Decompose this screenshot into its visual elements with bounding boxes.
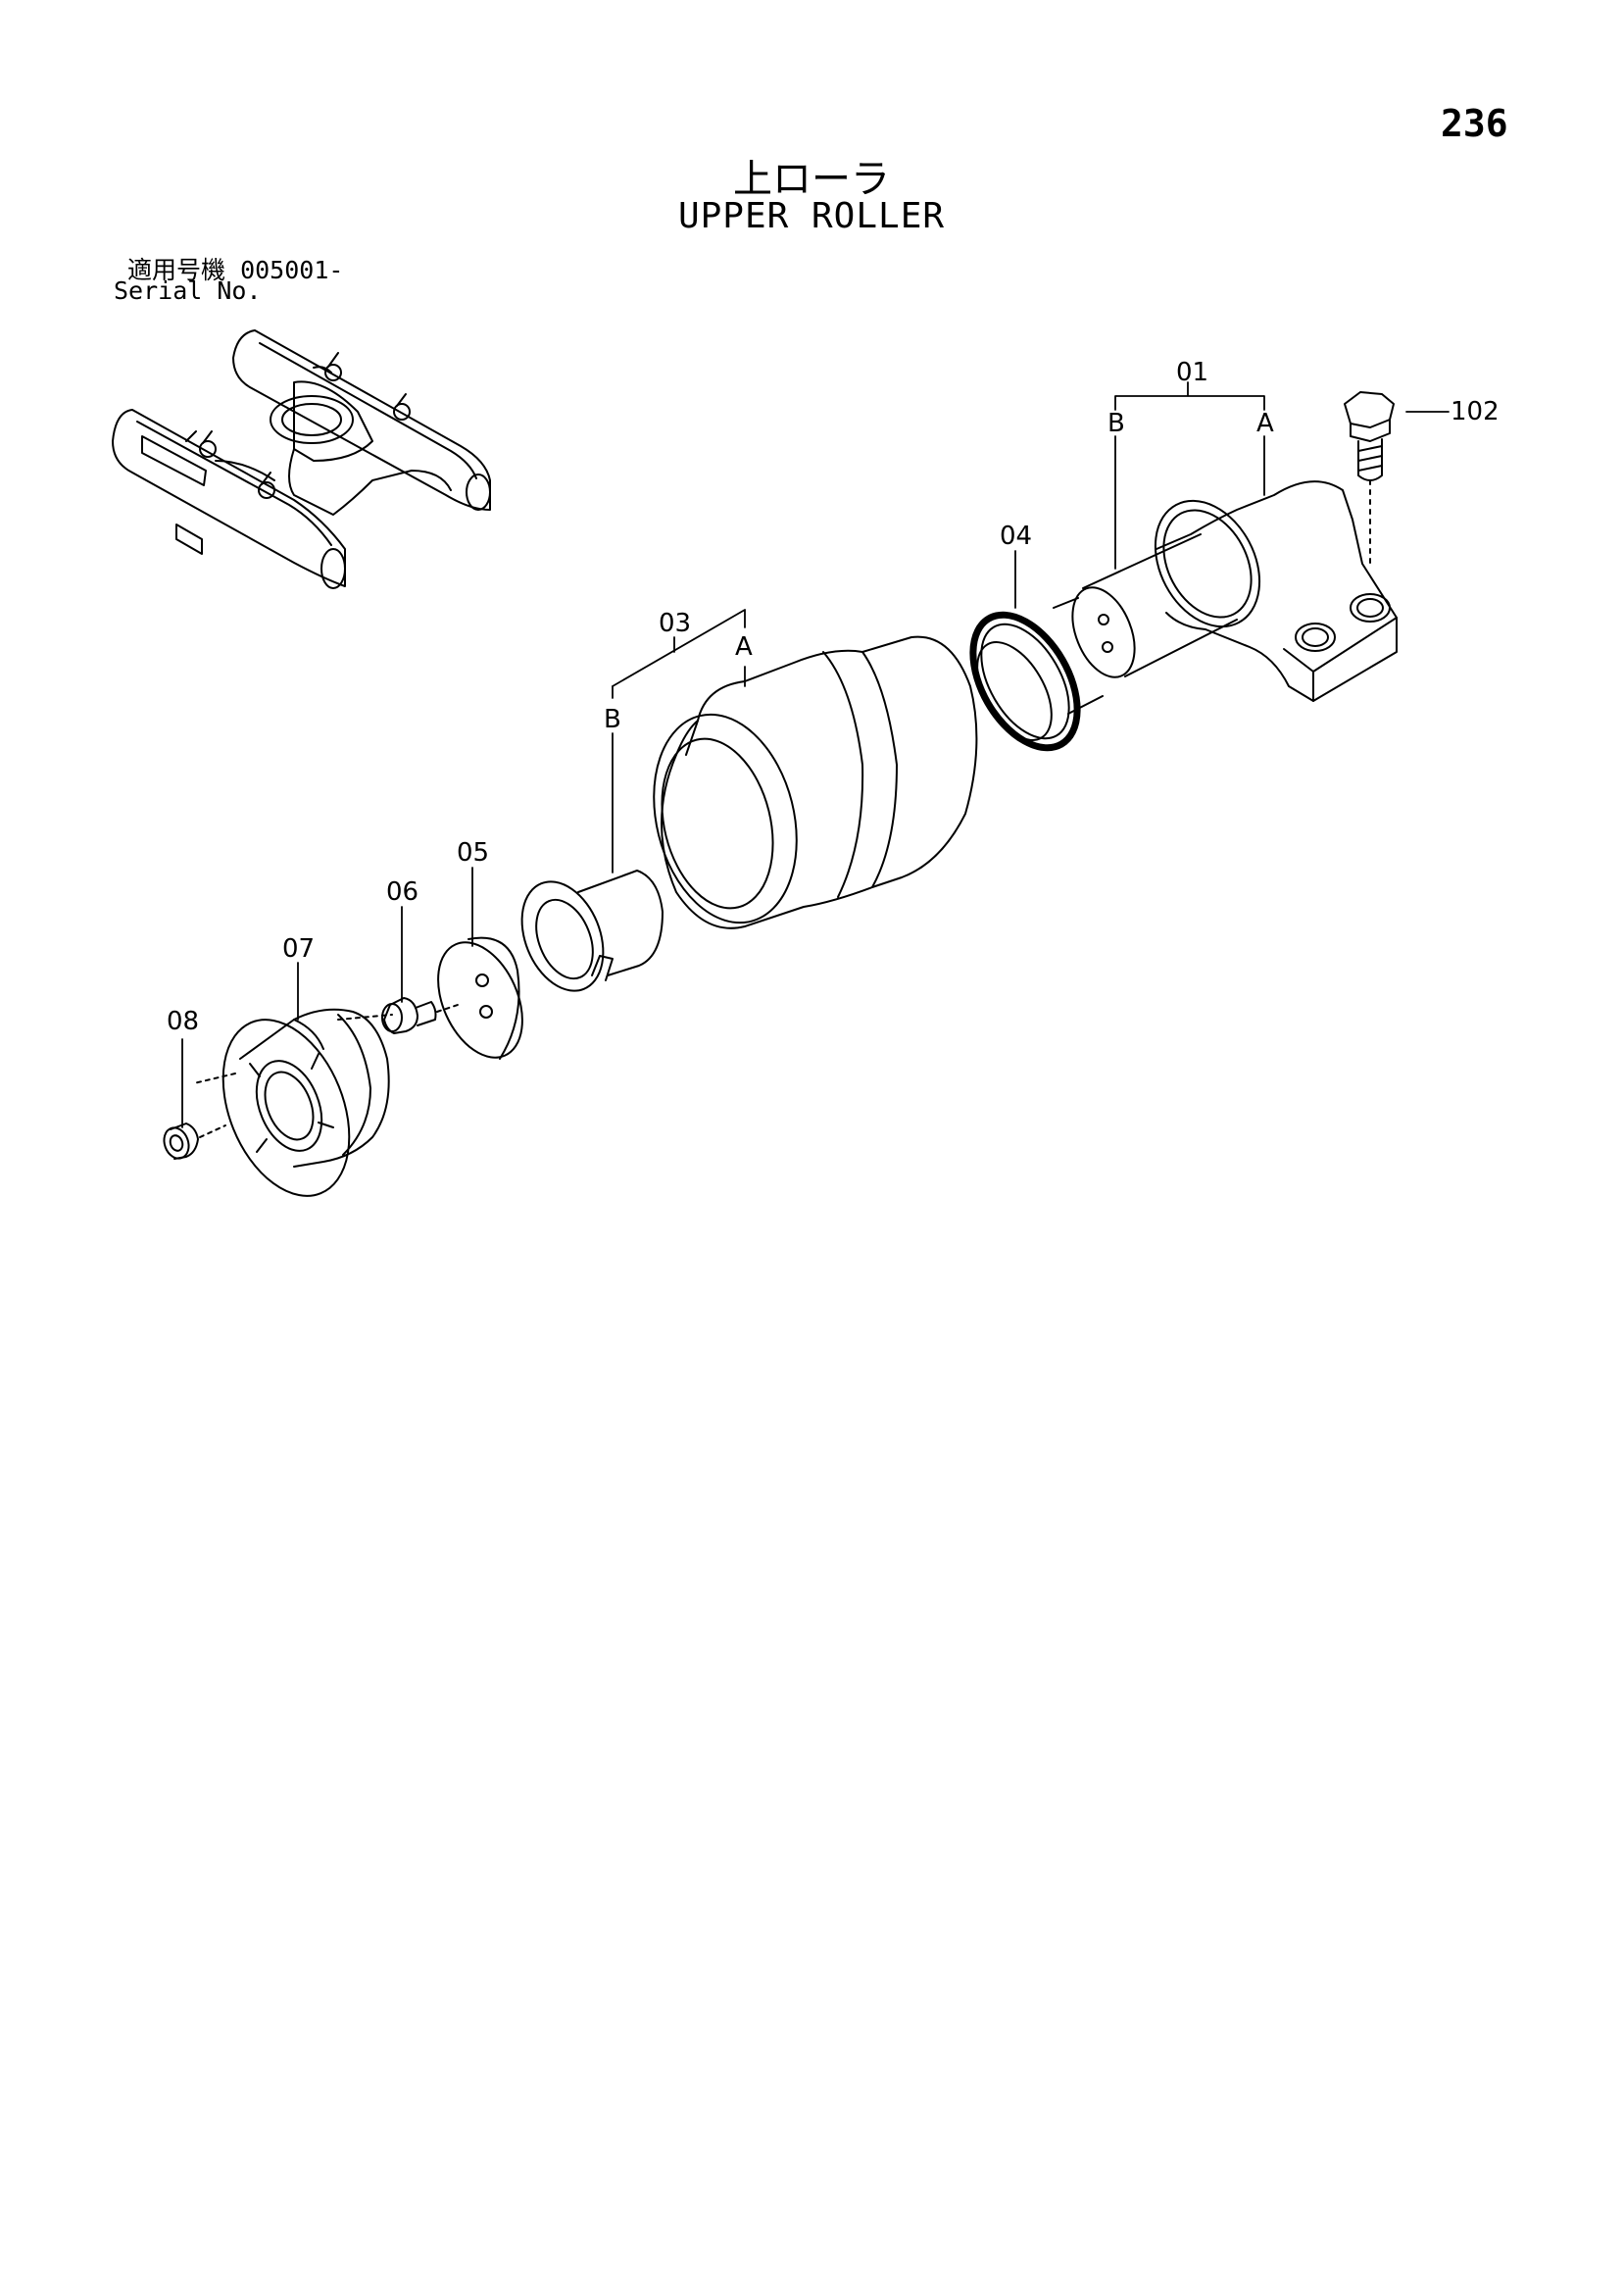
callout-06: 06: [386, 877, 418, 907]
serial-range: 適用号機 005001-: [127, 251, 343, 286]
part-07-cover: [193, 1008, 393, 1197]
callout-07: 07: [282, 934, 315, 964]
part-03-bushing: [520, 870, 664, 992]
callout-01-a: A: [1256, 409, 1274, 438]
serial-value: 005001-: [240, 256, 344, 284]
part-102-bolt: [1344, 391, 1395, 570]
part-01-bracket: [1071, 480, 1398, 702]
serial-label-japanese: 適用号機: [127, 256, 226, 284]
part-04-floating-seal: [969, 597, 1104, 752]
callout-03-b: B: [604, 705, 621, 734]
part-03-roller: [653, 635, 978, 929]
page-number: 236: [1441, 102, 1508, 145]
callout-03-a: A: [735, 632, 753, 662]
callout-08: 08: [167, 1007, 199, 1036]
part-08-plug: [163, 1123, 226, 1160]
serial-label: Serial No.: [114, 276, 262, 305]
callout-03: 03: [659, 609, 691, 638]
callout-05: 05: [457, 838, 489, 868]
track-frame-thumbnail: [112, 329, 491, 589]
part-06-bolt: [381, 997, 462, 1034]
leader-lines: [181, 381, 1450, 1128]
callout-04: 04: [1000, 522, 1032, 551]
page-title: UPPER ROLLER: [677, 196, 946, 236]
callout-102: 102: [1451, 397, 1500, 426]
part-05-thrust-plate: [437, 936, 523, 1060]
callout-labels: 01 B A 102 04 03 A B 05 06 07 08: [167, 358, 1500, 1036]
page-title-japanese: 上ローラ: [733, 157, 890, 202]
callout-01: 01: [1176, 358, 1208, 387]
callout-01-b: B: [1107, 409, 1125, 438]
